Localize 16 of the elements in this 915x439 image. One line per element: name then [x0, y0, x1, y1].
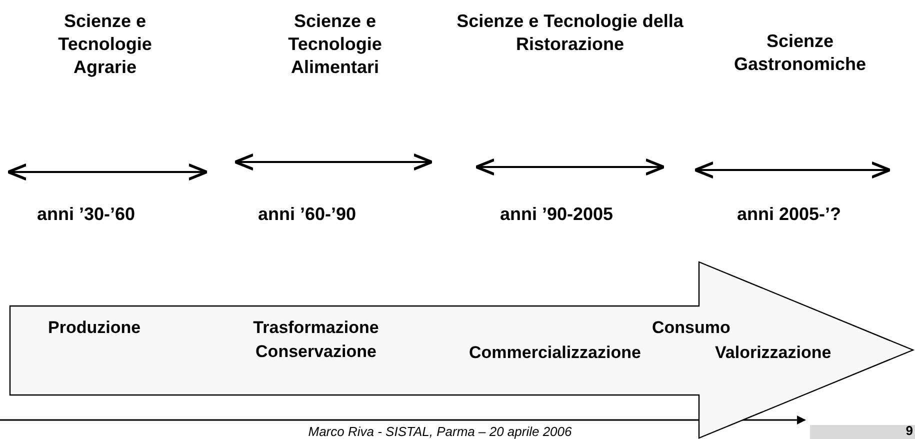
page-number: 9 — [906, 423, 913, 438]
stage-label: Consumo — [652, 317, 730, 339]
column-heading: Scienze e Tecnologie della Ristorazione — [456, 10, 684, 56]
column-heading: Scienze e Tecnologie Alimentari — [287, 10, 383, 79]
column-heading: Scienze Gastronomiche — [732, 30, 868, 76]
stage-label: Trasformazione Conservazione — [252, 317, 380, 363]
stage-label: Produzione — [48, 317, 141, 339]
period-label: anni ’90-2005 — [500, 203, 614, 226]
stage-label: Valorizzazione — [715, 342, 832, 364]
stage-label: Commercializzazione — [469, 342, 641, 364]
period-label: anni ’60-’90 — [258, 203, 356, 226]
period-label: anni 2005-’? — [737, 203, 842, 226]
column-heading: Scienze e Tecnologie Agrarie — [57, 10, 153, 79]
process-arrow — [9, 261, 915, 439]
period-label: anni ’30-’60 — [37, 203, 136, 226]
footer-text: Marco Riva - SISTAL, Parma – 20 aprile 2006 — [307, 424, 573, 439]
